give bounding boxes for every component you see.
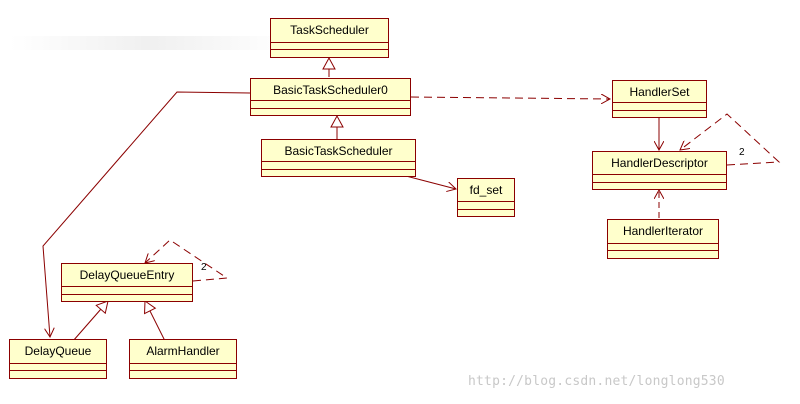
class-name: HandlerSet — [613, 81, 706, 104]
class-name: HandlerDescriptor — [593, 152, 726, 175]
class-name: BasicTaskScheduler0 — [251, 79, 410, 102]
watermark-text: http://blog.csdn.net/longlong530 — [468, 374, 725, 389]
background-smudge — [10, 36, 290, 50]
class-alarm-handler[interactable]: AlarmHandler — [129, 339, 237, 379]
class-delay-queue-entry[interactable]: DelayQueueEntry — [61, 263, 193, 302]
inherit-delayqueue-entry — [72, 300, 109, 342]
class-name: AlarmHandler — [130, 340, 236, 364]
class-name: TaskScheduler — [271, 19, 388, 43]
class-handler-set[interactable]: HandlerSet — [612, 80, 707, 118]
class-task-scheduler[interactable]: TaskScheduler — [270, 18, 389, 58]
self-handlerdescriptor — [680, 113, 781, 166]
class-basic-task-scheduler[interactable]: BasicTaskScheduler — [261, 139, 416, 177]
class-handler-descriptor[interactable]: HandlerDescriptor — [592, 151, 727, 190]
class-fd-set[interactable]: fd_set — [457, 178, 515, 217]
assoc-bts0-delayqueue — [42, 91, 251, 337]
class-name: DelayQueueEntry — [62, 264, 192, 287]
class-name: BasicTaskScheduler — [262, 140, 415, 163]
self-delayqueueentry — [145, 239, 229, 282]
class-basic-task-scheduler0[interactable]: BasicTaskScheduler0 — [250, 78, 411, 116]
dep-bts0-handlerset — [410, 97, 610, 99]
class-name: fd_set — [458, 179, 514, 202]
class-name: DelayQueue — [10, 340, 106, 364]
multiplicity-handler-descriptor: 2 — [739, 147, 745, 158]
multiplicity-delay-queue-entry: 2 — [201, 262, 207, 273]
class-delay-queue[interactable]: DelayQueue — [9, 339, 107, 379]
inherit-alarmhandler-entry — [144, 300, 166, 342]
assoc-bts-fdset — [405, 175, 456, 189]
class-handler-iterator[interactable]: HandlerIterator — [607, 219, 719, 259]
class-name: HandlerIterator — [608, 220, 718, 244]
